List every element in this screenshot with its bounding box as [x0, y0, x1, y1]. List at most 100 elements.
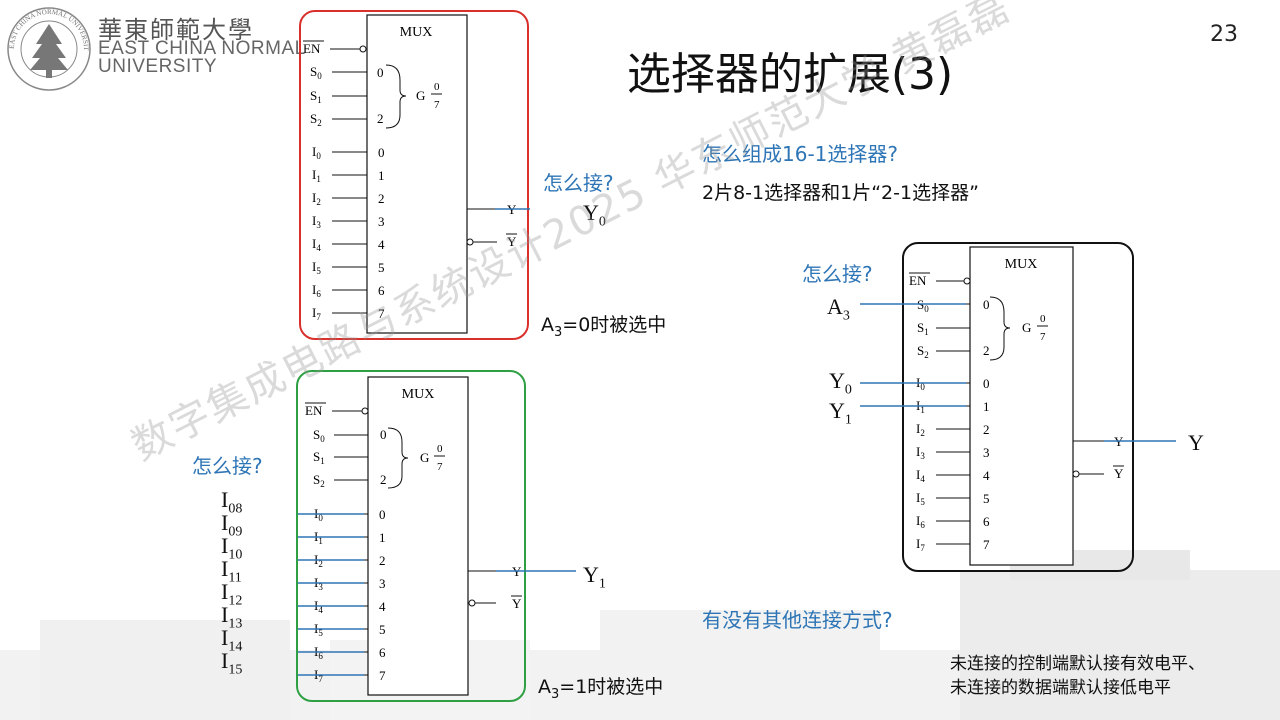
g-top: 0	[434, 81, 440, 93]
svg-text:0: 0	[437, 443, 443, 455]
data-pin-label: I2	[916, 421, 925, 438]
data-pin-number: 6	[983, 514, 990, 529]
bottom-input-label: I08	[221, 487, 243, 517]
mux-top-frame	[299, 10, 529, 340]
svg-text:G: G	[1022, 320, 1031, 335]
data-pin-number: 7	[378, 306, 385, 321]
mux-bottom-frame	[296, 370, 526, 702]
data-pin-label: I7	[916, 536, 925, 553]
svg-text:MUX: MUX	[1005, 257, 1038, 272]
bottom-input-label: I11	[221, 556, 242, 586]
university-name-cn: 華東師範大學	[98, 16, 254, 44]
select-pin-s0: S0	[310, 64, 322, 81]
page-number: 23	[1210, 22, 1238, 47]
output-y0-label: Y0	[583, 200, 606, 230]
university-seal-icon: EAST CHINA NORMAL UNIVERSITY	[6, 6, 91, 91]
data-pin-number: 4	[379, 599, 386, 614]
output-y1-label: Y1	[583, 562, 606, 592]
mux-right-frame	[902, 242, 1134, 572]
data-pin-number: 7	[379, 668, 386, 683]
svg-text:7: 7	[437, 461, 443, 473]
data-pin-label: I1	[312, 167, 321, 184]
select-caption-bottom: A3=1时被选中	[538, 676, 664, 702]
svg-text:0: 0	[1040, 313, 1046, 325]
right-input-y0: Y0	[829, 368, 852, 398]
data-pin-label: I3	[916, 444, 925, 461]
data-pin-label: I0	[312, 144, 321, 161]
university-name-en-line2: UNIVERSITY	[98, 56, 218, 77]
data-pin-number: 1	[379, 530, 386, 545]
answer-compose: 2片8-1选择器和1片“2-1选择器”	[702, 182, 979, 204]
data-pin-label: I4	[916, 467, 925, 484]
svg-text:2: 2	[983, 343, 990, 358]
data-pin-number: 2	[379, 553, 386, 568]
g-label: G	[416, 88, 425, 103]
question-other-ways: 有没有其他连接方式?	[702, 608, 893, 632]
select-pin-s1: S1	[310, 88, 322, 105]
g-bottom: 7	[434, 99, 440, 111]
svg-text:Y: Y	[1114, 466, 1124, 481]
data-pin-label: I4	[312, 236, 321, 253]
svg-text:S2: S2	[313, 472, 325, 489]
svg-text:EN: EN	[909, 273, 927, 288]
select-caption-top: A3=0时被选中	[541, 314, 667, 340]
bottom-input-label: I14	[221, 625, 243, 655]
svg-text:S0: S0	[917, 297, 929, 314]
mux-right-symbol: MUX EN S0 0 S1 S2 2 G 0 7 I00I11I22I33I4…	[860, 246, 1176, 566]
svg-text:S0: S0	[313, 427, 325, 444]
data-pin-number: 0	[983, 376, 990, 391]
data-pin-number: 6	[379, 645, 386, 660]
right-output-y: Y	[1188, 430, 1204, 455]
data-pin-number: 1	[983, 399, 990, 414]
data-pin-number: 2	[983, 422, 990, 437]
data-pin-number: 1	[378, 168, 385, 183]
svg-text:S1: S1	[917, 320, 929, 337]
data-pin-number: 4	[983, 468, 990, 483]
data-pin-number: 3	[378, 214, 385, 229]
data-pin-number: 6	[378, 283, 385, 298]
question-connect-bottom: 怎么接?	[192, 454, 263, 478]
bottom-input-label: I13	[221, 602, 243, 632]
svg-text:S1: S1	[313, 449, 325, 466]
svg-text:S2: S2	[917, 343, 929, 360]
data-pin-number: 2	[378, 191, 385, 206]
note-line1: 未连接的控制端默认接有效电平、	[950, 654, 1205, 674]
bottom-input-label: I12	[221, 579, 243, 609]
bottom-input-label: I10	[221, 533, 243, 563]
data-pin-label: I3	[312, 213, 321, 230]
bottom-input-label: I15	[221, 648, 243, 678]
svg-text:2: 2	[380, 472, 387, 487]
data-pin-number: 5	[378, 260, 385, 275]
svg-text:0: 0	[380, 427, 387, 442]
data-pin-label: I6	[312, 282, 321, 299]
mux-label: MUX	[400, 25, 433, 40]
data-pin-label: I6	[916, 513, 925, 530]
data-pin-number: 0	[379, 507, 386, 522]
data-pin-number: 0	[378, 145, 385, 160]
select-num-2: 2	[377, 111, 384, 126]
mux-top-symbol: MUX EN S0 0 S1 S2 2 G 0 7 I0 0I1 1I2 2I3 3I4…	[303, 14, 530, 334]
data-pin-label: I5	[312, 259, 321, 276]
data-pin-number: 5	[379, 622, 386, 637]
svg-text:G: G	[420, 450, 429, 465]
svg-text:0: 0	[983, 297, 990, 312]
select-pin-s2: S2	[310, 111, 322, 128]
svg-text:EN: EN	[305, 403, 323, 418]
question-connect-right: 怎么接?	[802, 262, 873, 286]
data-pin-number: 5	[983, 491, 990, 506]
mux-bottom-symbol: MUX EN S0 0 S1 S2 2 G 0 7 I00I11I22I33I4…	[298, 376, 576, 696]
question-compose: 怎么组成16-1选择器?	[702, 142, 899, 166]
svg-text:7: 7	[1040, 331, 1046, 343]
svg-text:Y: Y	[512, 596, 522, 611]
enable-label: EN	[303, 41, 321, 56]
data-pin-number: 3	[379, 576, 386, 591]
select-num-0: 0	[377, 65, 384, 80]
data-pin-label: I2	[312, 190, 321, 207]
right-input-a3: A3	[827, 294, 850, 324]
out-ybar-label: Y	[507, 234, 517, 249]
data-pin-number: 4	[378, 237, 385, 252]
data-pin-label: I5	[916, 490, 925, 507]
slide-title: 选择器的扩展(3)	[626, 49, 954, 100]
data-pin-label: I7	[312, 305, 321, 322]
